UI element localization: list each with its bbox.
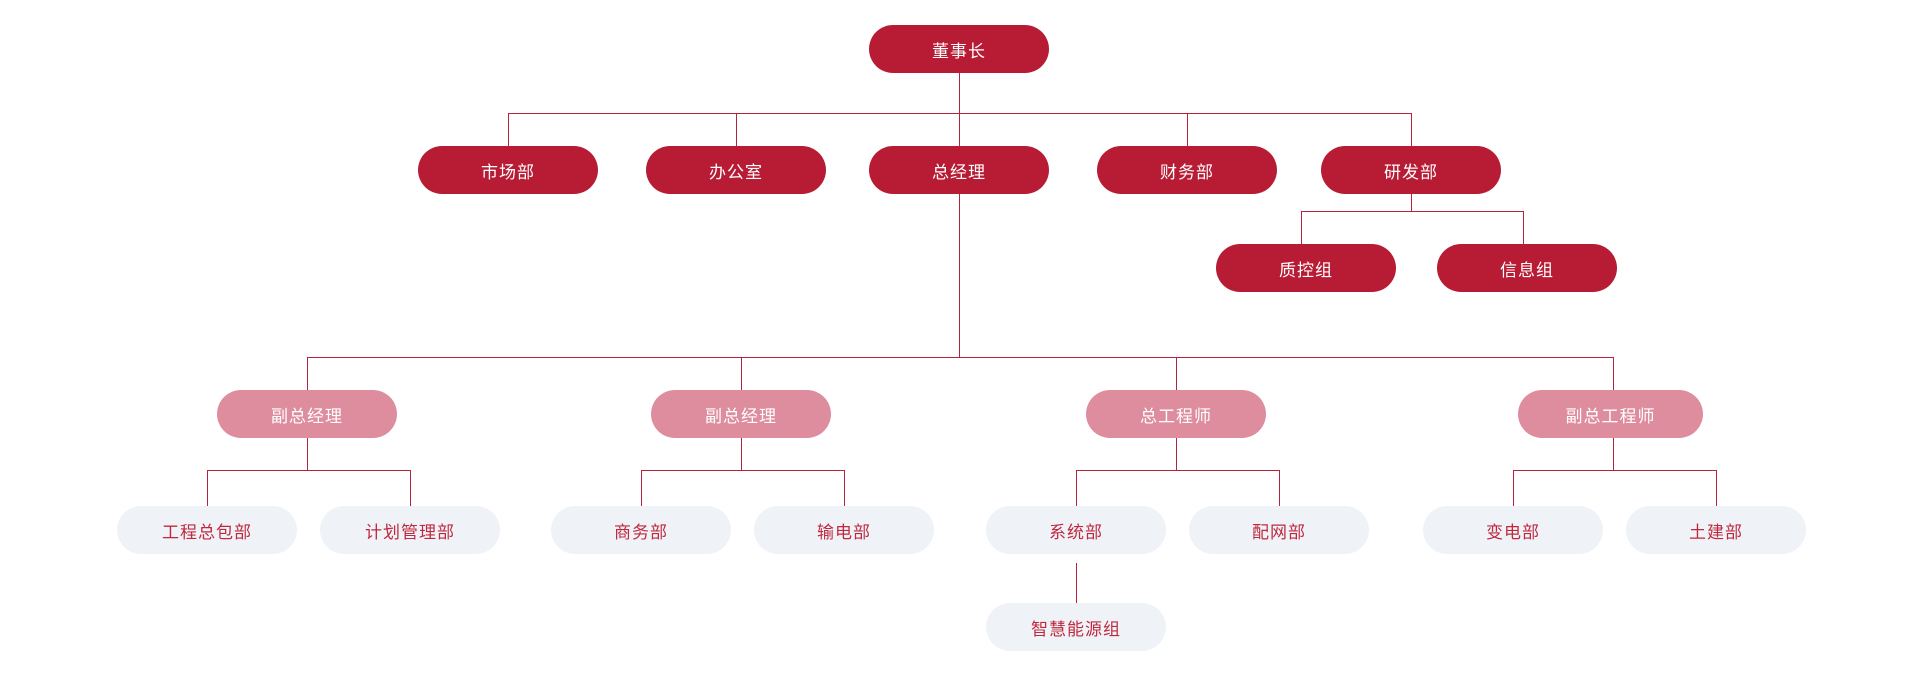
connector-drop-rnd bbox=[1411, 113, 1412, 146]
node-planning-dept-label: 计划管理部 bbox=[365, 522, 455, 542]
connector-drop-deputy-chief-engineer bbox=[1613, 357, 1614, 390]
node-system-dept-label: 系统部 bbox=[1049, 522, 1103, 542]
connector-drop-substation-dept bbox=[1513, 470, 1514, 506]
node-finance[interactable]: 财务部 bbox=[1097, 146, 1277, 194]
node-distribution-dept-label: 配网部 bbox=[1252, 522, 1306, 542]
node-chief-engineer[interactable]: 总工程师 bbox=[1086, 390, 1266, 438]
node-substation-dept-label: 变电部 bbox=[1486, 522, 1540, 542]
node-chief-engineer-label: 总工程师 bbox=[1140, 406, 1212, 426]
connector-drop-marketing bbox=[508, 113, 509, 146]
connector-drop-system-dept bbox=[1076, 470, 1077, 506]
connector-drop-finance bbox=[1187, 113, 1188, 146]
connector-deputy-chief-engineer-bus bbox=[1513, 470, 1716, 471]
connector-rnd-bus bbox=[1301, 211, 1523, 212]
node-general-manager[interactable]: 总经理 bbox=[869, 146, 1049, 194]
node-rnd[interactable]: 研发部 bbox=[1321, 146, 1501, 194]
connector-smart-energy-stem bbox=[1076, 563, 1077, 603]
node-general-manager-label: 总经理 bbox=[932, 162, 986, 182]
connector-deputy-gm-1-bus bbox=[207, 470, 410, 471]
node-civil-dept-label: 土建部 bbox=[1689, 522, 1743, 542]
node-deputy-chief-engineer-label: 副总工程师 bbox=[1565, 406, 1656, 426]
node-office-label: 办公室 bbox=[709, 162, 763, 182]
connector-general-manager-stem bbox=[959, 170, 960, 357]
node-epc-dept-label: 工程总包部 bbox=[162, 522, 252, 542]
connector-deputy-gm-1-stem bbox=[307, 414, 308, 470]
node-epc-dept[interactable]: 工程总包部 bbox=[117, 506, 297, 554]
connector-deputy-gm-2-bus bbox=[641, 470, 844, 471]
connector-drop-qc-group bbox=[1301, 211, 1302, 244]
node-qc-group-label: 质控组 bbox=[1279, 260, 1333, 280]
node-business-dept-label: 商务部 bbox=[614, 522, 668, 542]
connector-deputy-chief-engineer-stem bbox=[1613, 414, 1614, 470]
connector-drop-business-dept bbox=[641, 470, 642, 506]
node-deputy-gm-2-label: 副总经理 bbox=[705, 406, 777, 426]
node-civil-dept[interactable]: 土建部 bbox=[1626, 506, 1806, 554]
node-transmission-dept-label: 输电部 bbox=[817, 522, 871, 542]
node-smart-energy-group[interactable]: 智慧能源组 bbox=[986, 603, 1166, 651]
node-transmission-dept[interactable]: 输电部 bbox=[754, 506, 934, 554]
connector-drop-deputy-gm-2 bbox=[741, 357, 742, 390]
connector-drop-office bbox=[736, 113, 737, 146]
node-chairman-label: 董事长 bbox=[932, 41, 986, 61]
node-business-dept[interactable]: 商务部 bbox=[551, 506, 731, 554]
connector-drop-info-group bbox=[1523, 211, 1524, 244]
node-system-dept[interactable]: 系统部 bbox=[986, 506, 1166, 554]
connector-drop-planning-dept bbox=[410, 470, 411, 506]
node-deputy-gm-2[interactable]: 副总经理 bbox=[651, 390, 831, 438]
connector-drop-chief-engineer bbox=[1176, 357, 1177, 390]
connector-drop-deputy-gm-1 bbox=[307, 357, 308, 390]
node-info-group[interactable]: 信息组 bbox=[1437, 244, 1617, 292]
node-finance-label: 财务部 bbox=[1160, 162, 1214, 182]
node-marketing-label: 市场部 bbox=[481, 162, 535, 182]
connector-drop-civil-dept bbox=[1716, 470, 1717, 506]
connector-drop-general-manager bbox=[959, 113, 960, 146]
node-deputy-chief-engineer[interactable]: 副总工程师 bbox=[1518, 390, 1703, 438]
node-substation-dept[interactable]: 变电部 bbox=[1423, 506, 1603, 554]
connector-deputies-bus bbox=[307, 357, 1613, 358]
node-distribution-dept[interactable]: 配网部 bbox=[1189, 506, 1369, 554]
node-chairman[interactable]: 董事长 bbox=[869, 25, 1049, 73]
node-marketing[interactable]: 市场部 bbox=[418, 146, 598, 194]
connector-chief-engineer-stem bbox=[1176, 414, 1177, 470]
node-qc-group[interactable]: 质控组 bbox=[1216, 244, 1396, 292]
connector-drop-epc-dept bbox=[207, 470, 208, 506]
node-planning-dept[interactable]: 计划管理部 bbox=[320, 506, 500, 554]
connector-chairman-stem bbox=[959, 73, 960, 113]
connector-deputy-gm-2-stem bbox=[741, 414, 742, 470]
node-info-group-label: 信息组 bbox=[1500, 260, 1554, 280]
node-office[interactable]: 办公室 bbox=[646, 146, 826, 194]
connector-chief-engineer-bus bbox=[1076, 470, 1279, 471]
connector-drop-transmission-dept bbox=[844, 470, 845, 506]
node-deputy-gm-1[interactable]: 副总经理 bbox=[217, 390, 397, 438]
node-rnd-label: 研发部 bbox=[1384, 162, 1438, 182]
connector-drop-distribution-dept bbox=[1279, 470, 1280, 506]
node-deputy-gm-1-label: 副总经理 bbox=[271, 406, 343, 426]
node-smart-energy-group-label: 智慧能源组 bbox=[1031, 619, 1121, 639]
